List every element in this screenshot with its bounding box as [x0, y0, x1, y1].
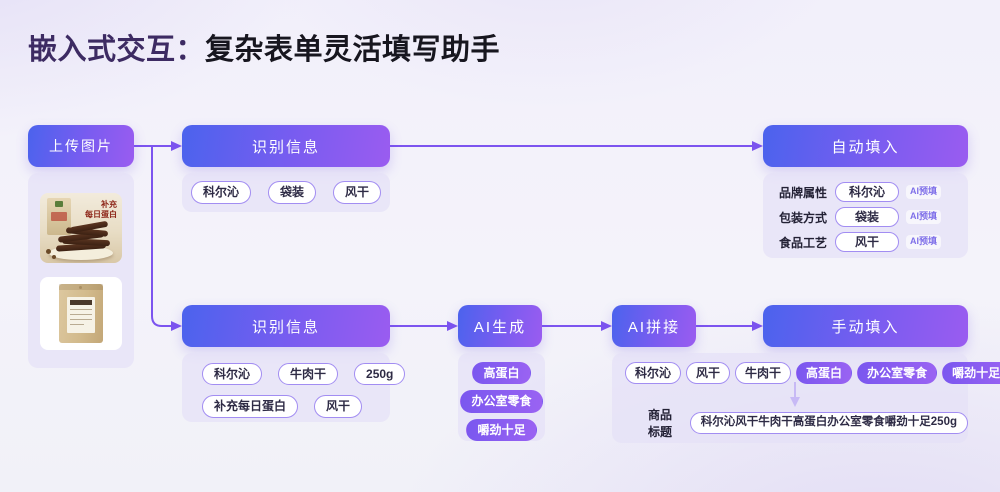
bag-label-graphic	[67, 297, 95, 333]
recognize-info-top-button[interactable]: 识别信息	[182, 125, 390, 167]
generated-tag-pill: 嚼劲十足	[942, 362, 1000, 385]
tag-pill: 牛肉干	[735, 362, 792, 385]
spice-graphic	[52, 255, 56, 259]
tag-pill: 风干	[686, 362, 731, 385]
generated-tag-pill: 高蛋白	[796, 362, 853, 385]
merged-tags-card: 科尔沁 风干 牛肉干 高蛋白 办公室零食 嚼劲十足 250g 商品标题 科尔沁风…	[612, 353, 1000, 443]
tag-pill: 科尔沁	[202, 363, 263, 386]
product-title-row: 商品标题 科尔沁风干牛肉干高蛋白办公室零食嚼劲十足250g	[648, 406, 968, 440]
tag-pill: 补充每日蛋白	[202, 395, 299, 418]
field-label: 食品工艺	[778, 235, 827, 250]
photo-caption-line1: 补充	[101, 200, 117, 209]
recognized-tags-bottom-card: 科尔沁 牛肉干 250g 补充每日蛋白 风干	[182, 353, 406, 422]
auto-fill-button[interactable]: 自动填入	[763, 125, 968, 167]
field-value-pill: 袋装	[835, 206, 899, 228]
form-field-row: 包装方式 袋装 AI预填	[777, 205, 968, 229]
bag-line-graphic	[51, 212, 67, 221]
ai-prefill-badge: AI预填	[906, 235, 942, 249]
generated-tag-pill: 高蛋白	[472, 362, 531, 385]
bag-hole-graphic	[79, 286, 82, 289]
merged-tag-row: 科尔沁 风干 牛肉干 高蛋白 办公室零食 嚼劲十足 250g	[625, 362, 1000, 385]
tag-pill: 250g	[354, 363, 406, 386]
tag-pill: 科尔沁	[190, 181, 251, 204]
tag-pill: 科尔沁	[625, 362, 682, 385]
tag-row: 科尔沁 牛肉干 250g	[202, 363, 406, 386]
bag-label-line	[70, 319, 92, 320]
bag-label-bar	[70, 300, 92, 305]
arrow-upload-to-recognize-bottom	[151, 146, 171, 327]
uploaded-images-card: 补充 每日蛋白	[28, 173, 134, 368]
photo-caption-line2: 每日蛋白	[85, 210, 117, 220]
field-label: 包装方式	[778, 210, 827, 225]
ai-prefill-badge: AI预填	[906, 185, 942, 199]
page-title: 嵌入式交互：复杂表单灵活填写助手	[28, 26, 500, 68]
bag-tag-graphic	[55, 201, 63, 207]
field-label: 品牌属性	[778, 185, 827, 200]
tag-pill: 风干	[314, 395, 363, 418]
upload-image-button[interactable]: 上传图片	[28, 125, 134, 167]
ai-splice-button[interactable]: AI拼接	[612, 305, 696, 347]
tag-row: 补充每日蛋白 风干	[202, 395, 390, 418]
recognize-info-bottom-button[interactable]: 识别信息	[182, 305, 390, 347]
generated-tag-pill: 办公室零食	[460, 390, 543, 413]
ai-generate-button[interactable]: AI生成	[458, 305, 542, 347]
generated-tag-pill: 办公室零食	[857, 362, 938, 385]
bag-label-line	[70, 309, 92, 310]
bag-label-line	[70, 314, 92, 315]
product-photo-package	[40, 277, 122, 350]
product-title-label: 商品标题	[648, 408, 673, 439]
product-photo-jerky: 补充 每日蛋白	[40, 193, 122, 263]
product-title-pill: 科尔沁风干牛肉干高蛋白办公室零食嚼劲十足250g	[689, 412, 968, 434]
kraft-bag-graphic	[59, 284, 103, 343]
field-value-pill: 科尔沁	[835, 181, 899, 203]
form-field-row: 品牌属性 科尔沁 AI预填	[777, 180, 968, 204]
ai-prefill-badge: AI预填	[906, 210, 942, 224]
ai-generated-tags-card: 高蛋白 办公室零食 嚼劲十足	[458, 353, 545, 442]
form-field-row: 食品工艺 风干 AI预填	[777, 230, 968, 254]
tag-pill: 袋装	[267, 181, 316, 204]
tag-pill: 风干	[333, 181, 382, 204]
auto-fill-fields-card: 品牌属性 科尔沁 AI预填 包装方式 袋装 AI预填 食品工艺 风干 AI预填	[763, 173, 968, 258]
generated-tag-pill: 嚼劲十足	[466, 418, 537, 442]
spice-graphic	[46, 249, 51, 254]
photo-caption: 补充 每日蛋白	[85, 200, 117, 221]
manual-fill-button[interactable]: 手动填入	[763, 305, 968, 347]
recognized-tags-top-card: 科尔沁 袋装 风干	[182, 173, 390, 212]
tag-pill: 牛肉干	[278, 363, 339, 386]
page-title-main: 复杂表单灵活填写助手	[205, 34, 501, 66]
bag-label-line	[70, 324, 84, 325]
page-title-accent: 嵌入式交互：	[28, 34, 206, 66]
field-value-pill: 风干	[835, 231, 899, 253]
